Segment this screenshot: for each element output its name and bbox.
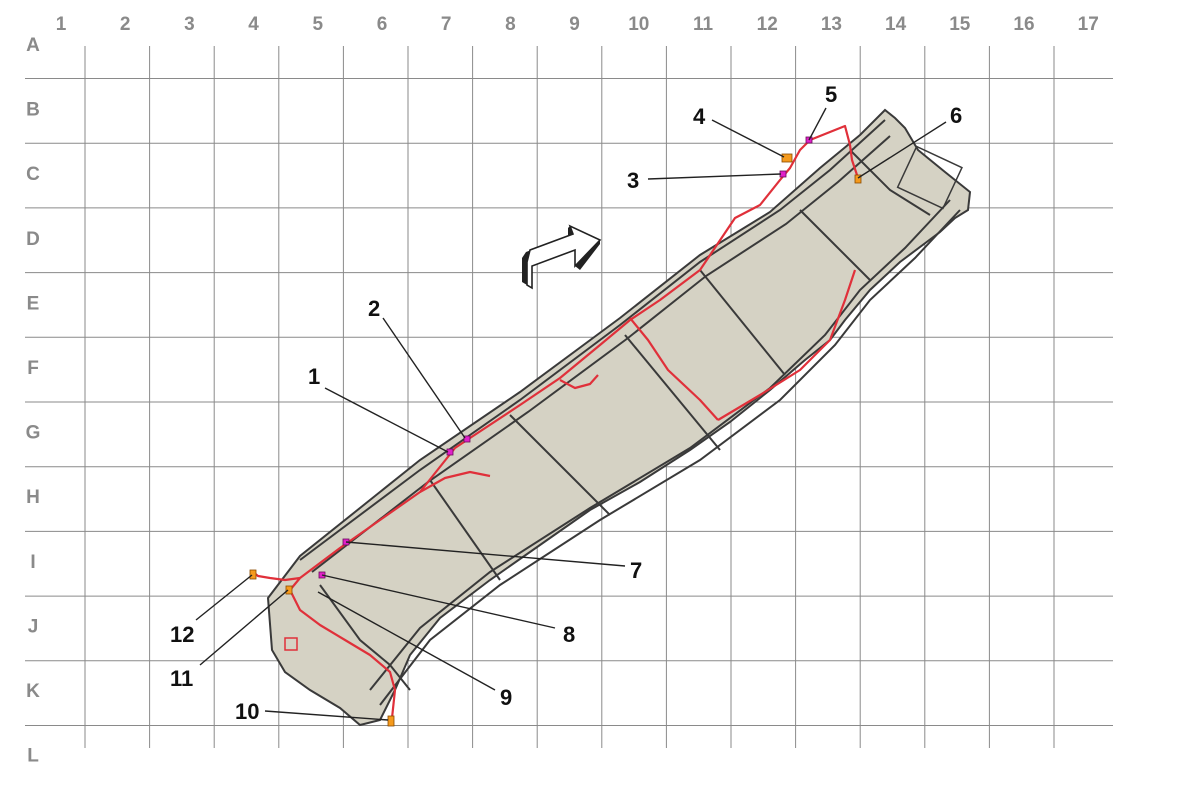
grid-column-label: 4 xyxy=(248,14,259,35)
grid-column-label: 10 xyxy=(628,14,649,35)
leader-11 xyxy=(199,589,289,666)
callout-label-5: 5 xyxy=(825,82,837,107)
harness-branch-right-rail xyxy=(717,269,857,421)
leader-6 xyxy=(857,121,947,179)
frame-rail-left-inner xyxy=(311,135,891,573)
grid-row-label: G xyxy=(26,423,41,444)
callout-label-1: 1 xyxy=(308,364,320,389)
connector-12 xyxy=(249,569,257,580)
harness-main-trunk xyxy=(299,124,860,579)
crossmember-2 xyxy=(509,414,611,516)
grid-row-label: C xyxy=(26,164,40,185)
rear-bracket xyxy=(284,637,298,651)
reference-grid xyxy=(25,46,1113,748)
callout-label-11: 11 xyxy=(170,666,193,691)
harness-branch-spare xyxy=(559,374,599,390)
grid-column-label: 14 xyxy=(885,14,907,35)
grid-row-label: I xyxy=(30,552,35,573)
crossmember-1 xyxy=(429,479,501,581)
grid-row-label: E xyxy=(27,293,40,314)
leader-10 xyxy=(264,710,389,721)
grid-row-label: B xyxy=(26,100,40,121)
grid-column-label: 16 xyxy=(1013,14,1034,35)
grid-column-label: 2 xyxy=(120,14,131,35)
leader-5 xyxy=(808,107,827,141)
connector-10 xyxy=(387,715,395,727)
frame-body xyxy=(266,108,972,727)
front-bumper-mount xyxy=(896,145,963,210)
grid-column-label: 12 xyxy=(757,14,778,35)
leader-12 xyxy=(195,574,253,621)
grid-column-label: 1 xyxy=(56,14,67,35)
harness-branch-center xyxy=(629,317,719,421)
leader-1 xyxy=(324,387,449,453)
crossmember-4 xyxy=(699,269,786,376)
callouts: 1 2 3 4 5 6 7 8 9 10 11 12 xyxy=(170,82,962,724)
callout-label-9: 9 xyxy=(500,685,512,710)
connector-6 xyxy=(854,174,862,184)
vehicle-frame xyxy=(266,108,972,727)
callout-label-6: 6 xyxy=(950,103,962,128)
harness-branch-tank xyxy=(419,470,491,493)
frame-rail-left xyxy=(299,119,886,561)
grid-column-label: 15 xyxy=(949,14,971,35)
wiring-harness xyxy=(252,124,860,719)
leader-2 xyxy=(382,317,466,439)
crossmember-5 xyxy=(799,209,871,281)
frame-rail-right-inner xyxy=(369,199,951,691)
leader-3 xyxy=(647,173,782,180)
callout-label-3: 3 xyxy=(627,168,639,193)
callout-label-2: 2 xyxy=(368,296,380,321)
grid-row-label: J xyxy=(28,616,39,637)
grid-row-label: H xyxy=(26,487,40,508)
grid-column-label: 6 xyxy=(377,14,388,35)
callout-label-4: 4 xyxy=(693,104,706,129)
grid-column-label: 9 xyxy=(569,14,580,35)
callout-label-7: 7 xyxy=(630,558,642,583)
callout-label-8: 8 xyxy=(563,622,575,647)
front-crossmember xyxy=(849,149,931,216)
frame-rail-right xyxy=(379,209,961,706)
grid-column-label: 8 xyxy=(505,14,516,35)
grid-row-label: K xyxy=(26,681,40,702)
grid-row-label: F xyxy=(27,358,39,379)
grid-column-label: 7 xyxy=(441,14,452,35)
callout-label-12: 12 xyxy=(170,622,194,647)
grid-row-labels: A B C D E F G H I J K L xyxy=(26,35,41,767)
grid-row-label: D xyxy=(26,229,40,250)
leader-8 xyxy=(321,574,556,629)
rear-crossmember xyxy=(319,584,411,691)
leader-7 xyxy=(345,541,626,567)
forward-direction-arrow-icon xyxy=(522,224,602,290)
harness-rear-loop xyxy=(288,577,397,719)
grid-column-label: 5 xyxy=(313,14,324,35)
grid-row-label: A xyxy=(26,35,40,56)
grid-column-label: 11 xyxy=(693,14,714,35)
connector-4 xyxy=(781,153,793,163)
grid-column-label: 17 xyxy=(1078,14,1099,35)
grid-row-label: L xyxy=(27,746,39,767)
grid-column-label: 3 xyxy=(184,14,195,35)
leader-4 xyxy=(711,119,785,158)
crossmember-3 xyxy=(624,334,721,451)
connector-2 xyxy=(463,435,471,443)
connector-11 xyxy=(285,585,293,595)
leader-9 xyxy=(317,591,496,691)
callout-label-10: 10 xyxy=(235,699,259,724)
grid-column-label: 13 xyxy=(821,14,842,35)
